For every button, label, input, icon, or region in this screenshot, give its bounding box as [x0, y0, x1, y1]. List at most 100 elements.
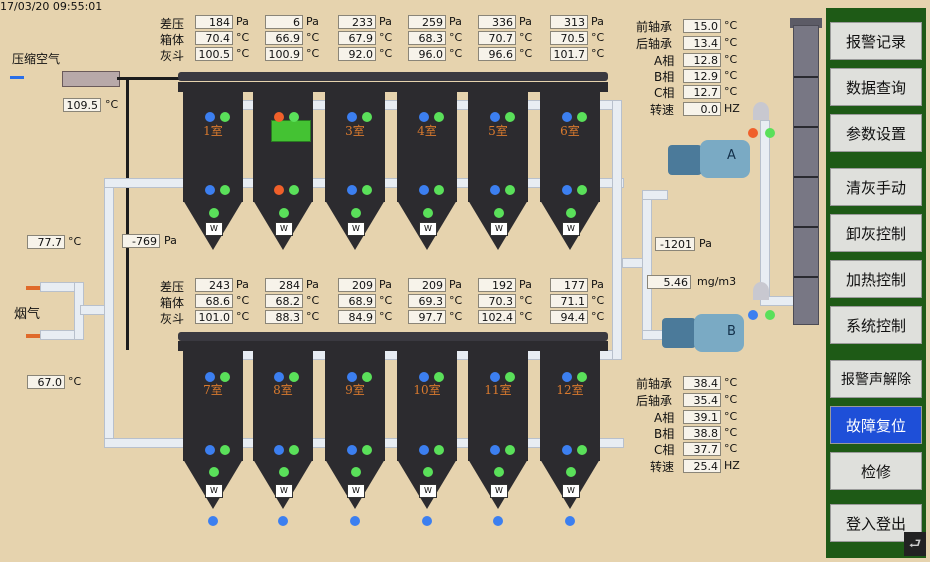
discharge-valve-icon[interactable]: [350, 516, 360, 526]
chamber-3[interactable]: 3室: [325, 92, 385, 202]
discharge-valve-icon[interactable]: [278, 516, 288, 526]
chamber-8[interactable]: 8室: [253, 351, 313, 461]
inlet-pressure-value: -769: [122, 234, 160, 248]
maintenance-button[interactable]: 检修: [830, 452, 922, 490]
fan-b-speed-unit: HZ: [724, 459, 740, 472]
chamber-5-dp: 336: [478, 15, 516, 29]
chamber-12-ash-unit: °C: [591, 310, 605, 323]
chamber-1-name: 1室: [203, 124, 223, 138]
alarm-silence-button[interactable]: 报警声解除: [830, 360, 922, 398]
chamber-6[interactable]: 6室: [540, 92, 600, 202]
chamber-4-dp-unit: Pa: [449, 15, 462, 28]
hopper-heater-icon[interactable]: W: [490, 222, 508, 236]
air-inlet-arrow-icon: [10, 76, 24, 79]
chamber-9[interactable]: 9室: [325, 351, 385, 461]
stack-cap: [790, 18, 822, 28]
outlet-pressure-value: -1201: [655, 237, 695, 251]
parameter-settings-button[interactable]: 参数设置: [830, 114, 922, 152]
discharge-control-button[interactable]: 卸灰控制: [830, 214, 922, 252]
chamber-7[interactable]: 7室: [183, 351, 243, 461]
stack-feed-pipe: [760, 120, 770, 300]
hopper-heater-icon[interactable]: W: [275, 222, 293, 236]
alarm-records-button[interactable]: 报警记录: [830, 22, 922, 60]
hopper-heater-icon[interactable]: W: [562, 484, 580, 498]
fan-b-pump[interactable]: [694, 314, 744, 352]
valve-status-icon: [347, 445, 357, 455]
hopper-heater-icon[interactable]: W: [205, 222, 223, 236]
discharge-valve-icon[interactable]: [493, 516, 503, 526]
valve-status-icon: [289, 185, 299, 195]
hopper-heater-icon[interactable]: W: [347, 222, 365, 236]
chamber-12[interactable]: 12室: [540, 351, 600, 461]
valve-status-icon: [505, 112, 515, 122]
valve-status-icon: [289, 372, 299, 382]
hopper-level-icon: [351, 467, 361, 477]
hopper-heater-icon[interactable]: W: [490, 484, 508, 498]
chamber-9-box-unit: °C: [379, 294, 393, 307]
hopper-heater-icon[interactable]: W: [562, 222, 580, 236]
chamber-11-ash: 102.4: [478, 310, 516, 324]
chamber-8-ash: 88.3: [265, 310, 303, 324]
chamber-11-dp-unit: Pa: [519, 278, 532, 291]
chamber-2[interactable]: [253, 92, 313, 202]
valve-status-icon: [505, 445, 515, 455]
chamber-4-dp: 259: [408, 15, 446, 29]
fan-a-rear-value: 13.4: [683, 36, 721, 50]
discharge-valve-icon[interactable]: [422, 516, 432, 526]
discharge-valve-icon[interactable]: [208, 516, 218, 526]
discharge-valve-icon[interactable]: [565, 516, 575, 526]
heating-control-button[interactable]: 加热控制: [830, 260, 922, 298]
chamber-4[interactable]: 4室: [397, 92, 457, 202]
chamber-1-ash: 100.5: [195, 47, 233, 61]
chamber-8-box: 68.2: [265, 294, 303, 308]
chamber-3-ash: 92.0: [338, 47, 376, 61]
chamber-10-box: 69.3: [408, 294, 446, 308]
fan-a-motor-icon: [668, 145, 702, 175]
fault-reset-button[interactable]: 故障复位: [830, 406, 922, 444]
fan-b-front-label: 前轴承: [636, 377, 673, 391]
chamber-10[interactable]: 10室: [397, 351, 457, 461]
chamber-10-ash: 97.7: [408, 310, 446, 324]
valve-status-icon: [490, 445, 500, 455]
stack-band: [794, 126, 818, 128]
hopper-level-icon: [279, 208, 289, 218]
hopper-heater-icon[interactable]: W: [419, 484, 437, 498]
hopper-heater-icon[interactable]: W: [347, 484, 365, 498]
chamber-7-box: 68.6: [195, 294, 233, 308]
fan-a-damper-icon[interactable]: [753, 102, 769, 120]
data-query-button[interactable]: 数据查询: [830, 68, 922, 106]
valve-status-icon: [220, 112, 230, 122]
chamber-6-ash: 101.7: [550, 47, 588, 61]
chamber-4-ash-unit: °C: [449, 47, 463, 60]
fan-supply-pipe: [642, 190, 668, 200]
chamber-11[interactable]: 11室: [468, 351, 528, 461]
hopper-heater-icon[interactable]: W: [419, 222, 437, 236]
back-arrow-icon[interactable]: ⮐: [904, 532, 926, 556]
box-temp-label-2: 箱体: [160, 296, 185, 310]
datetime-display: 17/03/20 09:55:01: [0, 0, 103, 13]
hopper-level-icon: [494, 467, 504, 477]
chamber-5[interactable]: 5室: [468, 92, 528, 202]
stack-band: [794, 226, 818, 228]
chamber-1[interactable]: 1室: [183, 92, 243, 202]
fan-b-phase-a-unit: °C: [724, 410, 738, 423]
top-bag-rail: [178, 82, 608, 92]
valve-status-icon: [220, 185, 230, 195]
manual-cleaning-button[interactable]: 清灰手动: [830, 168, 922, 206]
chimney-stack: [793, 25, 819, 325]
valve-status-icon: [562, 185, 572, 195]
fan-b-phase-a-value: 39.1: [683, 410, 721, 424]
chamber-4-box: 68.3: [408, 31, 446, 45]
fan-b-speed-label: 转速: [650, 460, 675, 474]
system-control-button[interactable]: 系统控制: [830, 306, 922, 344]
fan-b-damper-icon[interactable]: [753, 282, 769, 300]
fan-a-phase-b-value: 12.9: [683, 69, 721, 83]
fan-b-motor-icon: [662, 318, 696, 348]
fan-a-pump[interactable]: [700, 140, 750, 178]
hopper-heater-icon[interactable]: W: [275, 484, 293, 498]
chamber-3-dp: 233: [338, 15, 376, 29]
chamber-12-name: 12室: [556, 383, 584, 397]
hopper-heater-icon[interactable]: W: [205, 484, 223, 498]
hopper-level-icon: [279, 467, 289, 477]
valve-status-icon: [419, 185, 429, 195]
